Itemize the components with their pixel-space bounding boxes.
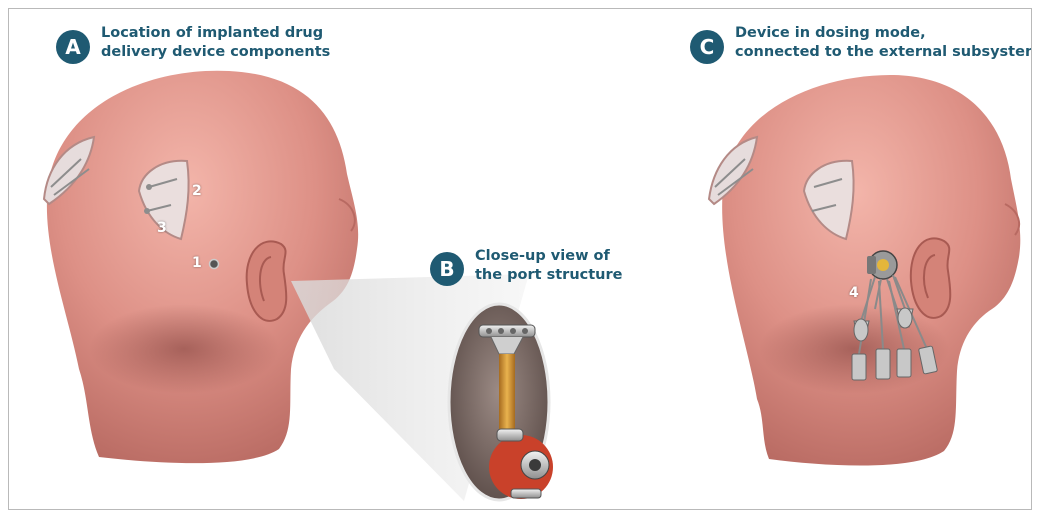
panel-c-caption: Device in dosing mode, connected to the … bbox=[735, 24, 1032, 62]
component-label-1: 1 bbox=[192, 255, 202, 271]
panel-b-badge: B bbox=[430, 252, 464, 286]
panel-c-caption-line1: Device in dosing mode, bbox=[735, 24, 1032, 43]
panel-b-caption: Close-up view of the port structure bbox=[475, 247, 622, 285]
panel-b-caption-line1: Close-up view of bbox=[475, 247, 622, 266]
figure-frame: A Location of implanted drug delivery de… bbox=[8, 8, 1032, 510]
component-label-3: 3 bbox=[157, 220, 167, 236]
component-label-4: 4 bbox=[849, 285, 859, 301]
port-closeup-illustration bbox=[449, 304, 553, 500]
panel-a-caption-line1: Location of implanted drug bbox=[101, 24, 330, 43]
panel-b-caption-line2: the port structure bbox=[475, 266, 622, 285]
head-c-illustration bbox=[709, 75, 1020, 466]
panel-c-caption-line2: connected to the external subsystem bbox=[735, 43, 1032, 62]
panel-a-caption-line2: delivery device components bbox=[101, 43, 330, 62]
component-label-2: 2 bbox=[192, 183, 202, 199]
panel-c-badge: C bbox=[690, 30, 724, 64]
panel-a-caption: Location of implanted drug delivery devi… bbox=[101, 24, 330, 62]
panel-a-badge: A bbox=[56, 30, 90, 64]
